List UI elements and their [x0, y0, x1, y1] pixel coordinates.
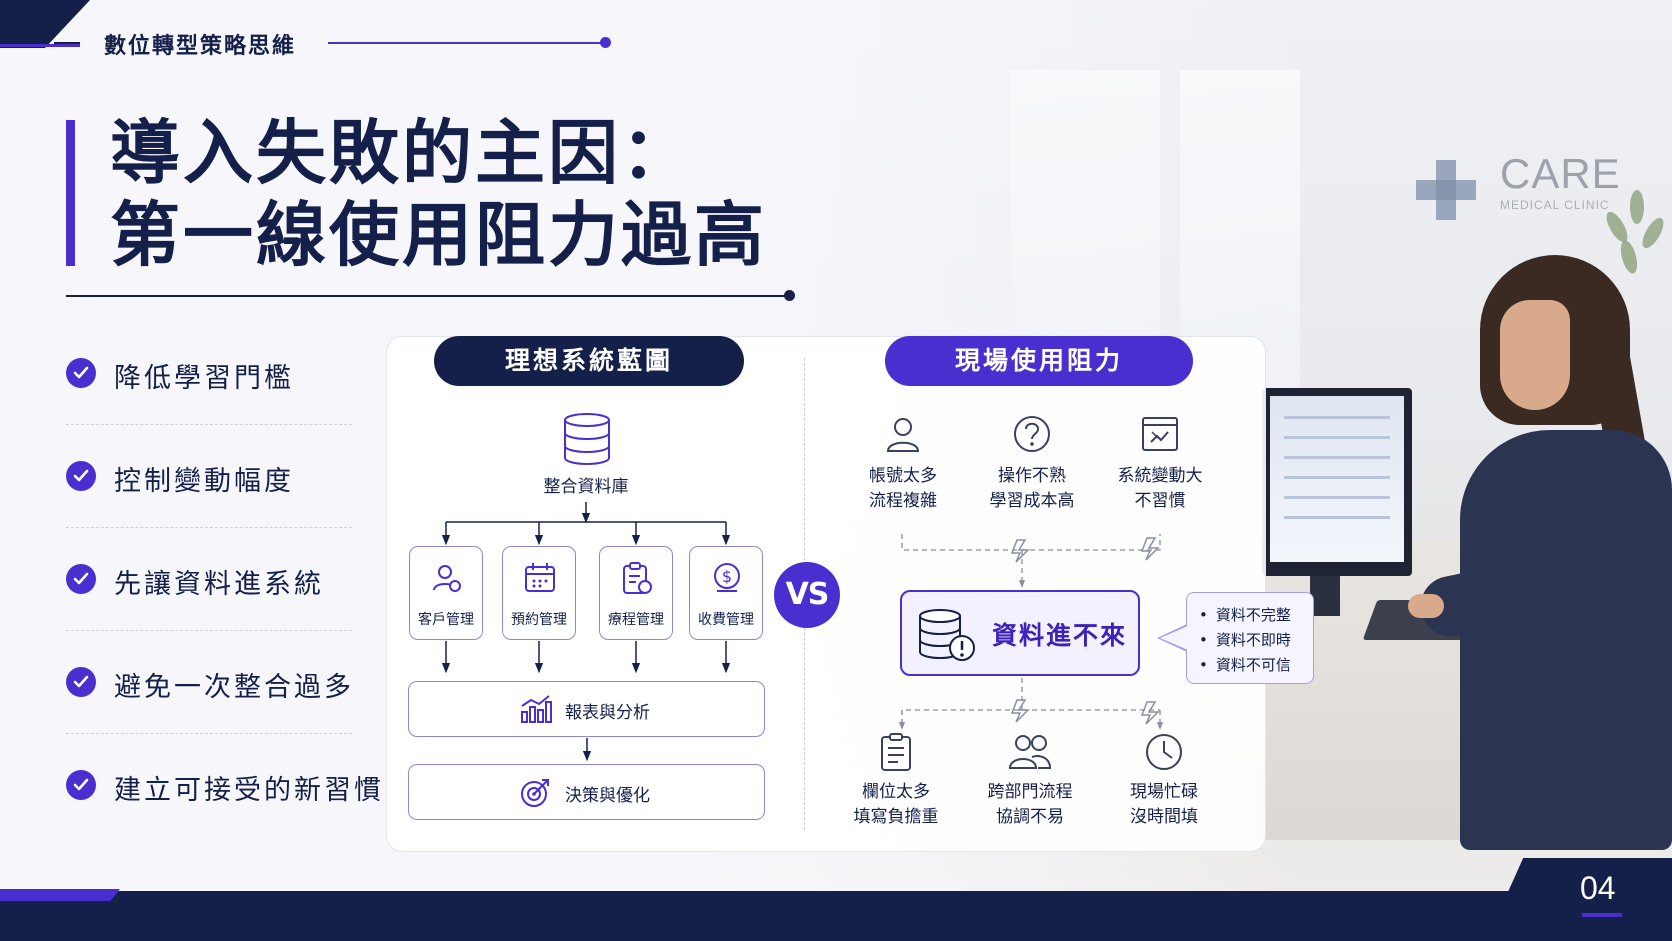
clinic-sign-title: CARE — [1500, 150, 1621, 197]
checklist-label: 控制變動幅度 — [114, 466, 294, 497]
check-icon — [66, 564, 96, 594]
brand-rule-left — [54, 42, 80, 44]
issue-cross-dept: 跨部門流程 協調不易 — [960, 732, 1100, 830]
data-problem-callout: 資料不完整 資料不即時 資料不可信 — [1186, 592, 1314, 684]
module-label: 收費管理 — [698, 612, 754, 628]
issue-line-2: 流程複雜 — [869, 491, 937, 511]
issue-line-2: 學習成本高 — [989, 491, 1075, 511]
checklist-item: 先讓資料進系統 — [66, 528, 352, 631]
callout-item: 資料不可信 — [1199, 653, 1291, 678]
corner-accent-line — [0, 44, 80, 47]
issue-line-1: 欄位太多 — [862, 782, 930, 802]
issue-fields: 欄位太多 填寫負擔重 — [826, 732, 966, 830]
database-label: 整合資料庫 — [543, 477, 629, 497]
checklist-label: 降低學習門檻 — [114, 363, 294, 394]
check-icon — [66, 770, 96, 800]
dollar-icon: $ — [714, 563, 740, 592]
vs-badge: VS — [774, 562, 840, 628]
issue-busy: 現場忙碌 沒時間填 — [1094, 732, 1234, 830]
user-icon — [886, 418, 920, 452]
module-label: 療程管理 — [608, 612, 664, 628]
checklist-item: 降低學習門檻 — [66, 322, 352, 425]
calendar-icon — [525, 563, 555, 592]
issue-line-2: 不習慣 — [1134, 491, 1186, 511]
callout-item: 資料不即時 — [1199, 628, 1291, 653]
callout-item: 資料不完整 — [1199, 603, 1291, 628]
check-icon — [66, 358, 96, 388]
bar-chart-icon — [521, 695, 552, 723]
team-icon — [1008, 735, 1052, 769]
title-line-2: 第一線使用阻力過高 — [110, 194, 767, 276]
monitor-stand — [1310, 576, 1340, 616]
report-label: 報表與分析 — [565, 703, 650, 723]
svg-text:$: $ — [722, 567, 732, 586]
footer-bar — [0, 891, 1672, 941]
issue-line-2: 協調不易 — [996, 807, 1064, 827]
issue-accounts: 帳號太多 流程複雜 — [838, 414, 968, 514]
issue-line-1: 系統變動大 — [1117, 466, 1203, 486]
issue-change: 系統變動大 不習慣 — [1095, 414, 1225, 514]
module-customer: 客戶管理 — [409, 546, 483, 640]
title-underline-dot — [784, 290, 795, 301]
module-treatment: 療程管理 — [599, 546, 673, 640]
issue-line-1: 操作不熟 — [998, 466, 1066, 486]
checklist-label: 避免一次整合過多 — [114, 672, 354, 703]
clinic-sign-subtitle: MEDICAL CLINIC — [1500, 198, 1610, 212]
checklist-item: 建立可接受的新習慣 — [66, 734, 381, 837]
users-icon — [433, 565, 461, 592]
issue-line-1: 現場忙碌 — [1130, 782, 1198, 802]
page-number: 04 — [1580, 870, 1616, 906]
person-face — [1500, 300, 1570, 410]
checklist-item: 避免一次整合過多 — [66, 631, 352, 734]
database-icon — [564, 413, 610, 465]
clipboard-icon — [623, 562, 652, 594]
issue-line-1: 帳號太多 — [869, 466, 937, 486]
checklist-label: 先讓資料進系統 — [114, 569, 324, 600]
report-box: 報表與分析 — [408, 681, 765, 737]
person-body — [1460, 430, 1672, 850]
data-blocked-label: 資料進不來 — [992, 621, 1128, 650]
form-icon — [881, 733, 911, 771]
footer-accent — [0, 889, 120, 901]
brand-title: 數位轉型策略思維 — [104, 34, 297, 59]
brand-rule — [328, 42, 604, 44]
module-label: 客戶管理 — [418, 612, 474, 628]
clinic-cross-logo — [1416, 160, 1476, 220]
module-billing: $ 收費管理 — [689, 546, 763, 640]
module-label: 預約管理 — [511, 612, 567, 628]
callout-tail-fill — [1160, 626, 1188, 650]
plant-decoration — [1600, 190, 1670, 340]
decision-box: 決策與優化 — [408, 764, 765, 820]
database-alert-icon — [919, 609, 975, 661]
clock-icon — [1146, 734, 1182, 770]
page-number-underline — [1582, 913, 1622, 917]
checklist-item: 控制變動幅度 — [66, 425, 352, 528]
resistance-heading: 現場使用阻力 — [885, 336, 1193, 386]
chart-window-icon — [1142, 417, 1178, 451]
issue-line-2: 填寫負擔重 — [853, 807, 939, 827]
title-line-1: 導入失敗的主因： — [110, 112, 694, 194]
issue-line-2: 沒時間填 — [1130, 807, 1198, 827]
brand-rule-dot — [600, 37, 611, 48]
issue-operation: 操作不熟 學習成本高 — [967, 414, 1097, 514]
data-blocked-box: 資料進不來 — [900, 590, 1140, 676]
target-icon — [521, 779, 549, 807]
module-appointment: 預約管理 — [502, 546, 576, 640]
issue-line-1: 跨部門流程 — [987, 782, 1073, 802]
computer-monitor — [1262, 388, 1412, 576]
check-icon — [66, 667, 96, 697]
strategy-checklist: 降低學習門檻 控制變動幅度 先讓資料進系統 避免一次整合過多 建立可接受的新習慣 — [66, 322, 381, 837]
title-accent-bar — [66, 120, 75, 266]
title-underline — [66, 295, 788, 297]
ideal-heading: 理想系統藍圖 — [434, 336, 744, 386]
person-hand — [1408, 594, 1444, 618]
checklist-label: 建立可接受的新習慣 — [114, 775, 384, 806]
check-icon — [66, 461, 96, 491]
question-icon — [1014, 416, 1050, 452]
slide-title: 導入失敗的主因： 第一線使用阻力過高 — [110, 112, 767, 276]
decision-label: 決策與優化 — [565, 786, 650, 806]
